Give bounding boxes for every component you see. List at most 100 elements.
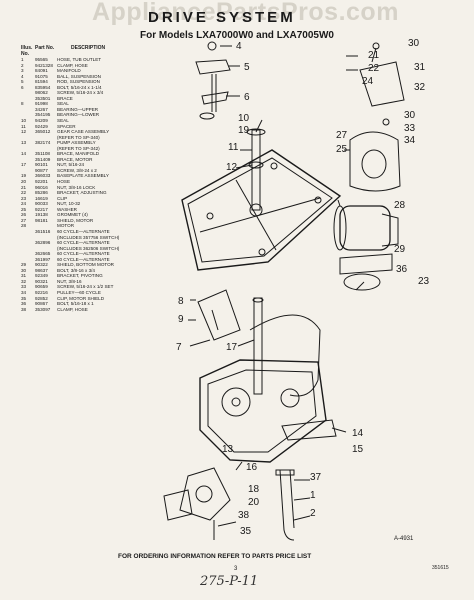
document-number: 351615 [432,565,449,571]
parts-cell-pn: 34267 [35,106,48,112]
parts-cell-desc: CLIP [57,195,68,201]
callout-4: 4 [236,41,242,52]
header-illus-no: Illus. No. [21,45,33,57]
parts-cell-pn: 96016 [35,184,48,190]
parts-cell-pn: 90659 [35,284,48,290]
parts-cell-no: 33 [21,284,27,290]
drive-belt [249,314,321,397]
parts-cell-no: 20 [21,179,27,185]
parts-cell-pn: 90321 [35,278,48,284]
callout-30: 30 [404,110,416,121]
parts-cell-no: 24 [21,201,27,207]
parts-cell-pn: 353501 [35,95,51,101]
callout-27: 27 [336,130,348,141]
callout-34: 34 [404,135,416,146]
parts-cell-pn: 84091 [35,68,48,74]
parts-cell-desc: ROD, SUSPENSION [57,79,100,85]
parts-cell-no: 36 [21,301,27,307]
parts-cell-pn: 92217 [35,206,48,212]
callout-19: 19 [238,125,250,136]
parts-cell-pn: 362665 [35,251,51,257]
parts-cell-desc: BRACE, MANIFOLD [57,151,100,157]
callout-2: 2 [310,508,316,519]
parts-cell-pn: 92201 [35,179,48,185]
callout-11: 11 [228,142,239,153]
parts-cell-pn: 81594 [35,79,48,85]
parts-table-row: (INCLUDES 357756 SWITCH) [21,235,171,241]
parts-cell-no: 22 [21,190,27,196]
header-description: DESCRIPTION [71,45,106,51]
parts-cell-desc: PUMP ASSEMBLY [57,140,96,146]
parts-cell-desc: PULLEY—60 CYCLE [57,289,101,295]
parts-cell-no: 30 [21,267,27,273]
parts-cell-desc: CLAMP, HOSE [57,62,88,68]
parts-cell-desc: SCREW, 5/16-24 x 1/2 SET [57,284,114,290]
parts-cell-desc: NUT, 5/16-24 [57,162,85,168]
parts-cell-pn: 361516 [35,228,51,234]
parts-cell-pn: 835954 [35,84,51,90]
page-subtitle: For Models LXA7000W0 and LXA7005W0 [140,30,334,41]
callout-21: 21 [368,50,380,61]
parts-cell-no: 28 [21,223,27,229]
parts-cell-desc: (REFER TO SP-340) [57,134,100,140]
callout-33: 33 [404,123,416,134]
parts-cell-desc: BASEPLATE ASSEMBLY [57,173,109,179]
parts-cell-pn: 98062 [35,90,48,96]
pump-manifold [163,467,231,540]
pulley [343,273,381,291]
callout-15: 15 [352,444,364,455]
parts-cell-pn: 354195 [35,112,51,118]
gear-case [199,359,327,463]
parts-table-row: (INCLUDES 362506 SWITCH) [21,246,171,252]
parts-cell-no: 27 [21,217,27,223]
callout-24: 24 [362,76,374,87]
parts-cell-pn: 95565 [35,57,48,62]
parts-cell-desc: MANIFOLD [57,68,81,74]
parts-cell-pn: 91075 [35,73,48,79]
parts-cell-no: 19 [21,173,27,179]
parts-cell-no: 34 [21,289,27,295]
parts-cell-desc: SPACER [57,123,76,129]
parts-cell-no: 1 [21,57,24,62]
parts-cell-no: 23 [21,195,27,201]
drive-shaft [252,297,264,395]
parts-cell-desc: CLAMP, HOSE [57,306,88,312]
parts-cell-no: 4 [21,73,24,79]
parts-cell-no: 29 [21,262,27,268]
page-title: DRIVE SYSTEM [148,9,296,26]
parts-cell-no: 14 [21,151,27,157]
parts-cell-pn: 361997 [35,256,51,262]
parts-cell-pn: 351409 [35,156,51,162]
callout-23: 23 [418,276,430,287]
callout-25: 25 [336,144,348,155]
callout-12: 12 [226,162,238,173]
parts-cell-no: 6 [21,84,24,90]
callout-10: 10 [238,113,250,124]
callout-35: 35 [240,526,252,537]
figure-reference: A-4931 [394,536,414,542]
callout-28: 28 [394,200,406,211]
parts-cell-desc: GEAR CASE ASSEMBLY [57,129,110,135]
parts-table-row: (REFER TO SP-340) [21,135,171,141]
parts-table-row: (REFER TO SP-342) [21,146,171,152]
parts-cell-pn: 92429 [35,123,48,129]
